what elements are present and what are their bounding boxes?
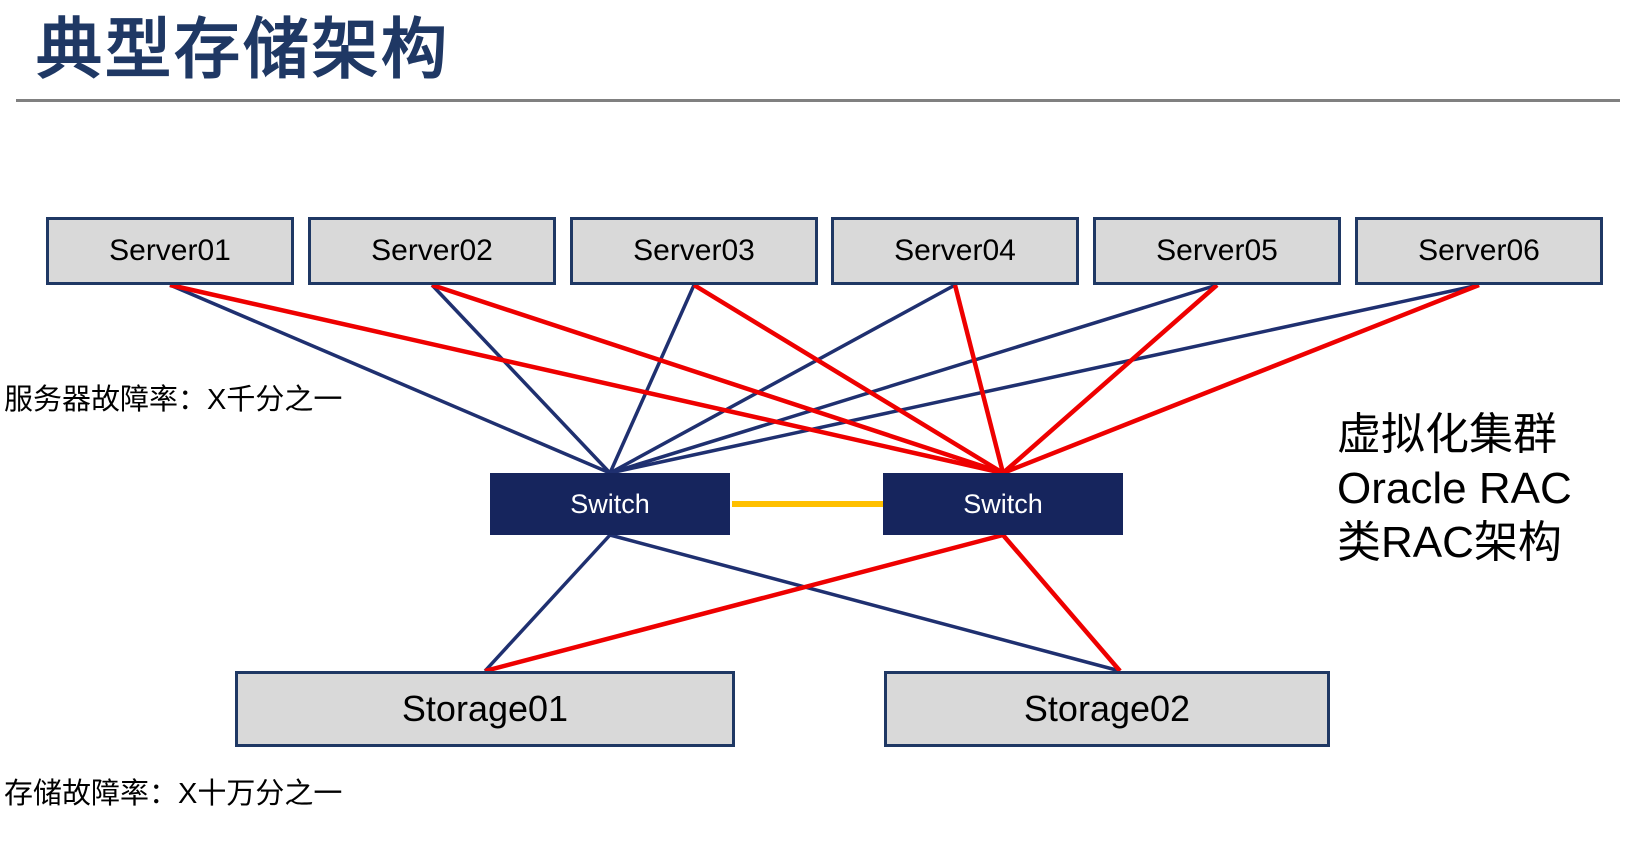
storage01-label: Storage01 bbox=[401, 688, 569, 729]
server05-node: Server05 bbox=[1093, 217, 1341, 285]
server-failure-rate-label: 服务器故障率：X千分之一 bbox=[4, 384, 343, 416]
switch-left-label: Switch bbox=[570, 488, 650, 519]
storage01-node: Storage01 bbox=[235, 671, 735, 747]
storage02-label: Storage02 bbox=[1023, 688, 1191, 729]
connection-line-server01-switch-right bbox=[169, 282, 1004, 476]
connection-line-server06-switch-right bbox=[1002, 282, 1480, 476]
cluster-note-line-2: Oracle RAC bbox=[1337, 464, 1572, 513]
storage-failure-rate-label: 存储故障率：X十万分之一 bbox=[4, 778, 343, 810]
connection-line-server03-switch-left bbox=[608, 284, 696, 474]
server01-node: Server01 bbox=[46, 217, 294, 285]
connection-line-server01-switch-left bbox=[169, 283, 611, 475]
cluster-note-line-1: 虚拟化集群 bbox=[1337, 410, 1557, 459]
cluster-note: 虚拟化集群 Oracle RAC 类RAC架构 bbox=[1337, 408, 1572, 570]
switch-right-node: Switch bbox=[883, 473, 1123, 535]
title-divider bbox=[16, 99, 1620, 102]
connection-line-switch-left-storage01 bbox=[483, 533, 612, 673]
server02-node: Server02 bbox=[308, 217, 556, 285]
connection-line-server02-switch-left bbox=[430, 283, 612, 475]
server04-node: Server04 bbox=[831, 217, 1079, 285]
cluster-note-line-3: 类RAC架构 bbox=[1337, 518, 1562, 567]
connection-line-server06-switch-left bbox=[609, 283, 1480, 475]
server06-node: Server06 bbox=[1355, 217, 1603, 285]
connection-line-switch-right-storage02 bbox=[1001, 533, 1122, 673]
connection-line-server03-switch-right bbox=[692, 283, 1005, 475]
server06-label: Server06 bbox=[1418, 234, 1540, 267]
server04-label: Server04 bbox=[894, 234, 1016, 267]
switch-left-node: Switch bbox=[490, 473, 730, 535]
connection-line-server05-switch-right bbox=[1001, 283, 1219, 475]
server05-label: Server05 bbox=[1156, 234, 1278, 267]
connection-line-server04-switch-right bbox=[952, 284, 1006, 474]
connection-line-server04-switch-left bbox=[609, 283, 956, 475]
server02-label: Server02 bbox=[371, 234, 493, 267]
connection-line-switch-right-storage01 bbox=[484, 532, 1004, 674]
storage02-node: Storage02 bbox=[884, 671, 1330, 747]
slide-title: 典型存储架构 bbox=[36, 12, 450, 86]
switch-right-label: Switch bbox=[963, 488, 1043, 519]
connection-line-switch-left-storage02 bbox=[609, 533, 1121, 673]
connection-line-server05-switch-left bbox=[609, 283, 1218, 475]
server03-node: Server03 bbox=[570, 217, 818, 285]
connection-line-server02-switch-right bbox=[431, 282, 1004, 476]
server01-label: Server01 bbox=[109, 234, 231, 267]
server03-label: Server03 bbox=[633, 234, 755, 267]
